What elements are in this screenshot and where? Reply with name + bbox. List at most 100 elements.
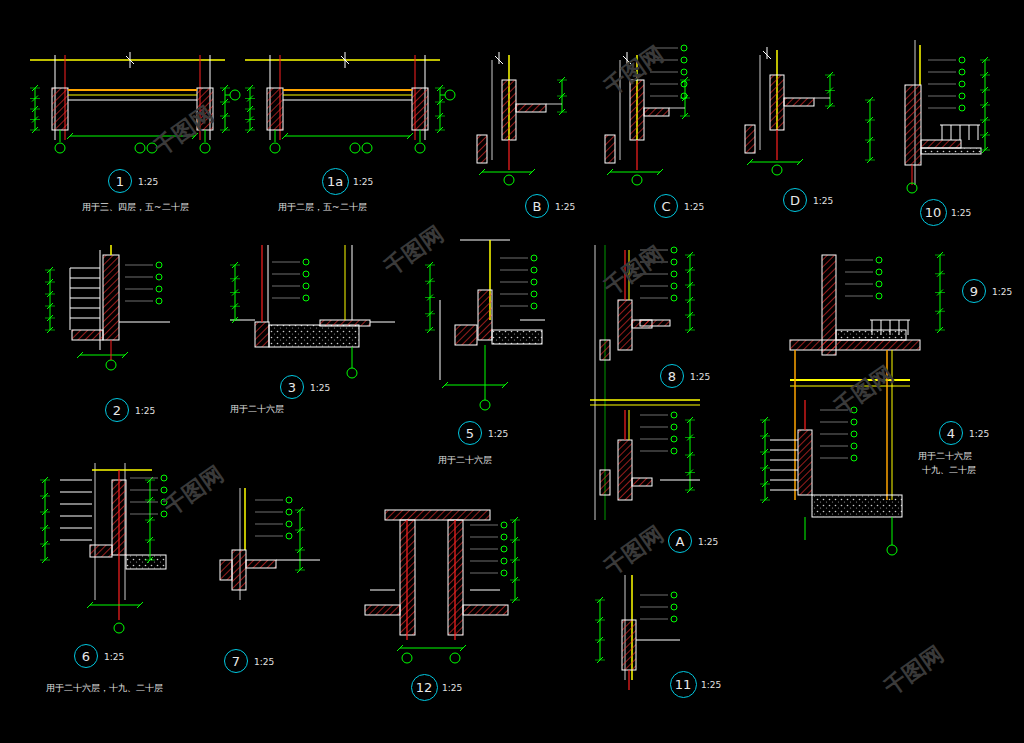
- drawing-line: [760, 420, 770, 421]
- drawing-line: [397, 645, 403, 651]
- drawing-line: [640, 439, 668, 440]
- drawing-line: [485, 345, 486, 400]
- drawing-line: [510, 580, 520, 581]
- scale-text: 1:25: [442, 684, 462, 694]
- watermark: 千图网: [600, 242, 668, 300]
- drawing-line: [125, 277, 153, 278]
- scale-text: 1:25: [104, 653, 124, 663]
- drawing-line: [865, 160, 875, 161]
- drawing-line: [245, 119, 255, 120]
- drawing-line: [899, 320, 900, 335]
- drawing-line: [285, 136, 410, 137]
- drawing-line: [245, 98, 255, 99]
- drawing-line: [435, 88, 445, 89]
- hatched-section: [784, 98, 814, 106]
- drawing-line: [685, 270, 695, 271]
- drawing-line: [845, 284, 873, 285]
- watermark: 千图网: [160, 462, 228, 520]
- drawing-line: [67, 133, 73, 139]
- detail-callout-circle: 5: [458, 421, 482, 445]
- drawing-line: [482, 172, 532, 173]
- detail-callout-circle: 7: [224, 649, 248, 673]
- detail-callout-circle: 10: [920, 199, 947, 226]
- gravel-slab: [836, 330, 906, 340]
- drawing-line: [220, 116, 230, 117]
- drawing-line: [640, 415, 668, 416]
- drawing-line: [220, 102, 230, 103]
- drawing-line: [40, 560, 50, 561]
- drawing-line: [845, 296, 873, 297]
- axis-bubble: [671, 604, 677, 610]
- drawing-line: [650, 96, 678, 97]
- axis-bubble: [671, 424, 677, 430]
- axis-bubble: [681, 81, 687, 87]
- axis-bubble: [959, 105, 965, 111]
- drawing-line: [90, 605, 140, 606]
- drawing-line: [685, 255, 695, 256]
- axis-bubble: [156, 298, 162, 304]
- drawing-line: [872, 320, 873, 335]
- hatched-section: [232, 550, 246, 590]
- drawing-line: [546, 104, 562, 105]
- drawing-line: [230, 320, 240, 321]
- drawing-line: [435, 102, 445, 103]
- drawing-line: [45, 282, 55, 283]
- hatched-section: [455, 325, 477, 345]
- drawing-line: [30, 88, 40, 89]
- scale-text: 1:25: [684, 203, 704, 213]
- drawing-line: [77, 352, 83, 358]
- scale-text: 1:25: [969, 430, 989, 440]
- hatched-section: [320, 320, 370, 326]
- drawing-line: [30, 109, 40, 110]
- drawing-line: [770, 480, 798, 481]
- drawing-line: [445, 385, 505, 386]
- drawing-line: [510, 600, 520, 601]
- drawing-line: [130, 490, 158, 491]
- drawing-line: [50, 270, 51, 330]
- drawing-line: [820, 446, 848, 447]
- drawing-line: [282, 133, 288, 139]
- note-text: 用于三、四层，五~二十层: [82, 203, 189, 213]
- drawing-line: [40, 496, 50, 497]
- hatched-section: [600, 470, 610, 495]
- drawing-line: [70, 318, 100, 319]
- gravel-slab: [812, 495, 902, 517]
- drawing-line: [130, 478, 158, 479]
- axis-bubble: [681, 45, 687, 51]
- hatched-section: [630, 80, 644, 140]
- drawing-line: [760, 484, 770, 485]
- detail-callout-circle: 3: [280, 375, 304, 399]
- drawing-line: [951, 125, 952, 140]
- drawing-line: [935, 273, 945, 274]
- drawing-line: [640, 298, 668, 299]
- drawing-line: [118, 470, 119, 620]
- drawing-line: [935, 255, 945, 256]
- axis-bubble: [851, 443, 857, 449]
- drawing-line: [845, 260, 873, 261]
- drawing-line: [660, 480, 700, 481]
- hatched-section: [905, 85, 921, 165]
- drawing-line: [255, 500, 283, 501]
- drawing-line: [624, 410, 625, 440]
- drawing-line: [230, 292, 240, 293]
- axis-bubble: [501, 546, 507, 552]
- drawing-line: [470, 590, 500, 591]
- drawing-line: [470, 537, 498, 538]
- drawing-line: [928, 60, 956, 61]
- axis-bubble: [671, 247, 677, 253]
- drawing-line: [220, 130, 230, 131]
- drawing-line: [125, 289, 153, 290]
- callout-number: 4: [947, 427, 955, 440]
- scale-text: 1:25: [353, 178, 373, 188]
- gravel-slab: [269, 325, 359, 347]
- callout-number: 1a: [327, 175, 343, 188]
- drawing-line: [45, 480, 46, 560]
- axis-bubble: [286, 533, 292, 539]
- drawing-line: [928, 96, 956, 97]
- scale-text: 1:25: [992, 288, 1012, 298]
- hatched-section: [745, 125, 755, 153]
- drawing-line: [690, 255, 691, 330]
- drawing-line: [820, 434, 848, 435]
- drawing-line: [137, 602, 143, 608]
- drawing-line: [220, 88, 230, 89]
